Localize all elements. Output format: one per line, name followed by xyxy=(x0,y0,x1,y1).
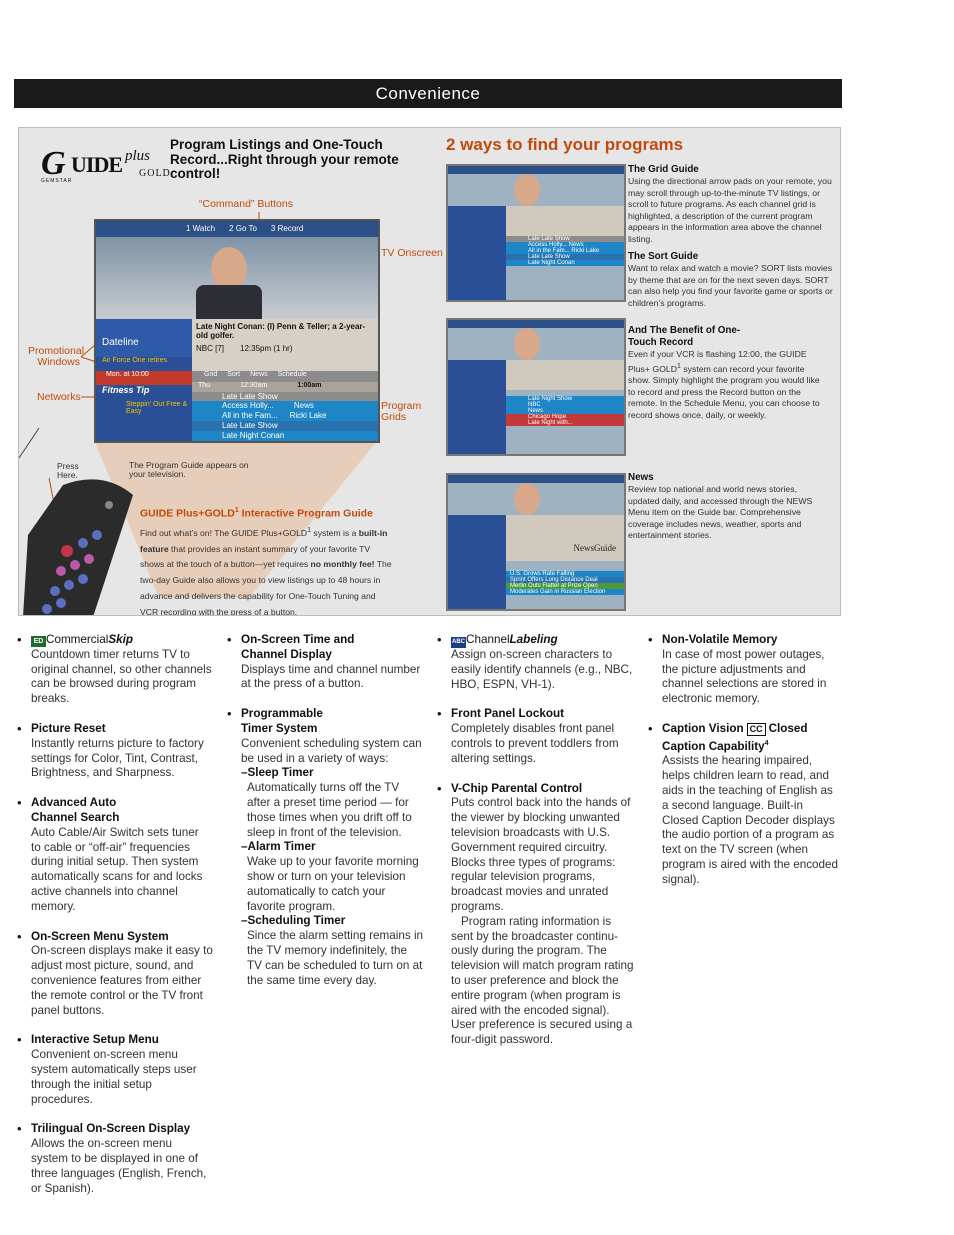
features-column-3: ABCChannelLabeling Assign on-screen char… xyxy=(434,633,634,1063)
commercial-skip-icon: ED xyxy=(31,636,46,647)
sort-guide-screenshot: Late Night Show NBC News Chicago Hope La… xyxy=(446,318,626,456)
conan-video xyxy=(96,237,378,319)
goto-button: 2 Go To xyxy=(229,224,257,233)
watch-button: 1 Watch xyxy=(186,224,216,233)
guide-plus-panel: G UIDE plus GOLD GEMSTAR Program Listing… xyxy=(18,127,841,616)
channel-labeling-icon: ABC xyxy=(451,637,466,648)
features-column-2: On-Screen Time and Channel DisplayDispla… xyxy=(224,633,424,1003)
program-grids-label: Program Grids xyxy=(381,400,422,423)
ways-title: 2 ways to find your programs xyxy=(446,135,684,154)
section-header: Convenience xyxy=(14,79,842,108)
feature-programmable-timer: Programmable Timer System Convenient sch… xyxy=(224,707,424,988)
ipg-description: Find out what’s on! The GUIDE Plus+GOLD1… xyxy=(140,527,392,616)
networks-label: Networks xyxy=(37,391,81,403)
section-title: Convenience xyxy=(375,83,481,103)
feature-channel-labeling: ABCChannelLabeling Assign on-screen char… xyxy=(434,633,634,692)
tv-guide-screen: 1 Watch 2 Go To 3 Record Late Night Cona… xyxy=(94,219,380,443)
info-title: Late Night Conan: (I) Penn & Teller; a 2… xyxy=(196,322,366,340)
guide-plus-gold-logo: G UIDE plus GOLD GEMSTAR xyxy=(41,145,171,185)
program-guide-appears-label: The Program Guide appears on your televi… xyxy=(129,460,249,479)
record-button: 3 Record xyxy=(270,224,304,233)
news-screenshot: NewsGuide U.S. Grows Rate Falling Sprint… xyxy=(446,473,626,611)
promotional-windows-label: Promotional Windows xyxy=(28,345,85,368)
grid-guide-screenshot: Late Late Show Access Holly... News All … xyxy=(446,164,626,302)
feature-time-channel-display: On-Screen Time and Channel DisplayDispla… xyxy=(224,633,424,692)
listings-title: Program Listings and One-Touch Record...… xyxy=(170,137,399,181)
ipg-title: GUIDE Plus+GOLD1 Interactive Program Gui… xyxy=(140,507,373,520)
tv-onscreen-label: TV Onscreen xyxy=(381,247,443,259)
command-buttons-label: “Command” Buttons xyxy=(199,198,293,210)
remote-control-image xyxy=(23,479,133,615)
closed-caption-icon: CC xyxy=(746,722,766,736)
press-here-label: Press Here. xyxy=(57,461,79,480)
